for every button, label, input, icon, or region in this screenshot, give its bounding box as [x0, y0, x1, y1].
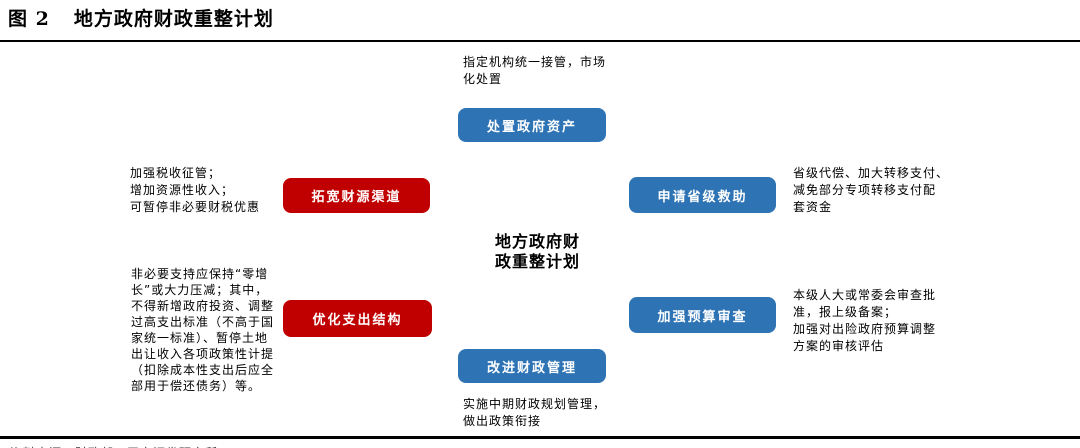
- node-budget-review: 加强预算审查: [629, 297, 776, 333]
- footer-divider-line: [0, 436, 1080, 439]
- note-broaden-revenue: 加强税收征管； 增加资源性收入； 可暂停非必要财税优惠: [130, 166, 261, 214]
- node-improve-management: 改进财政管理: [458, 349, 606, 383]
- node-dispose-assets: 处置政府资产: [458, 108, 606, 142]
- title-divider-line: [0, 40, 1080, 42]
- source-note: 资料来源：财政部，平安证券研究所: [10, 444, 218, 448]
- note-budget-review: 本级人大或常委会审查批 准，报上级备案； 加强对出险政府预算调整 方案的审核评估: [793, 288, 937, 353]
- figure-title: 地方政府财政重整计划: [73, 8, 274, 30]
- note-optimize-expenditure: 非必要支持应保持“零增 长”或大力压减；其中， 不得新增政府投资、调整 过高支出…: [131, 267, 275, 393]
- node-provincial-aid: 申请省级救助: [629, 177, 776, 213]
- figure-title-row: 图 2 地方政府财政重整计划: [8, 4, 274, 31]
- note-provincial-aid: 省级代偿、加大转移支付、 减免部分专项转移支付配 套资金: [793, 166, 950, 214]
- note-improve-management: 实施中期财政规划管理， 做出政策衔接: [463, 397, 607, 428]
- center-plan-label: 地方政府财 政重整计划: [494, 232, 580, 271]
- node-broaden-revenue: 拓宽财源渠道: [283, 178, 430, 213]
- note-dispose-assets: 指定机构统一接管，市场 化处置: [463, 55, 607, 86]
- figure-number-label: 图 2: [8, 8, 50, 30]
- node-optimize-expenditure: 优化支出结构: [283, 300, 432, 337]
